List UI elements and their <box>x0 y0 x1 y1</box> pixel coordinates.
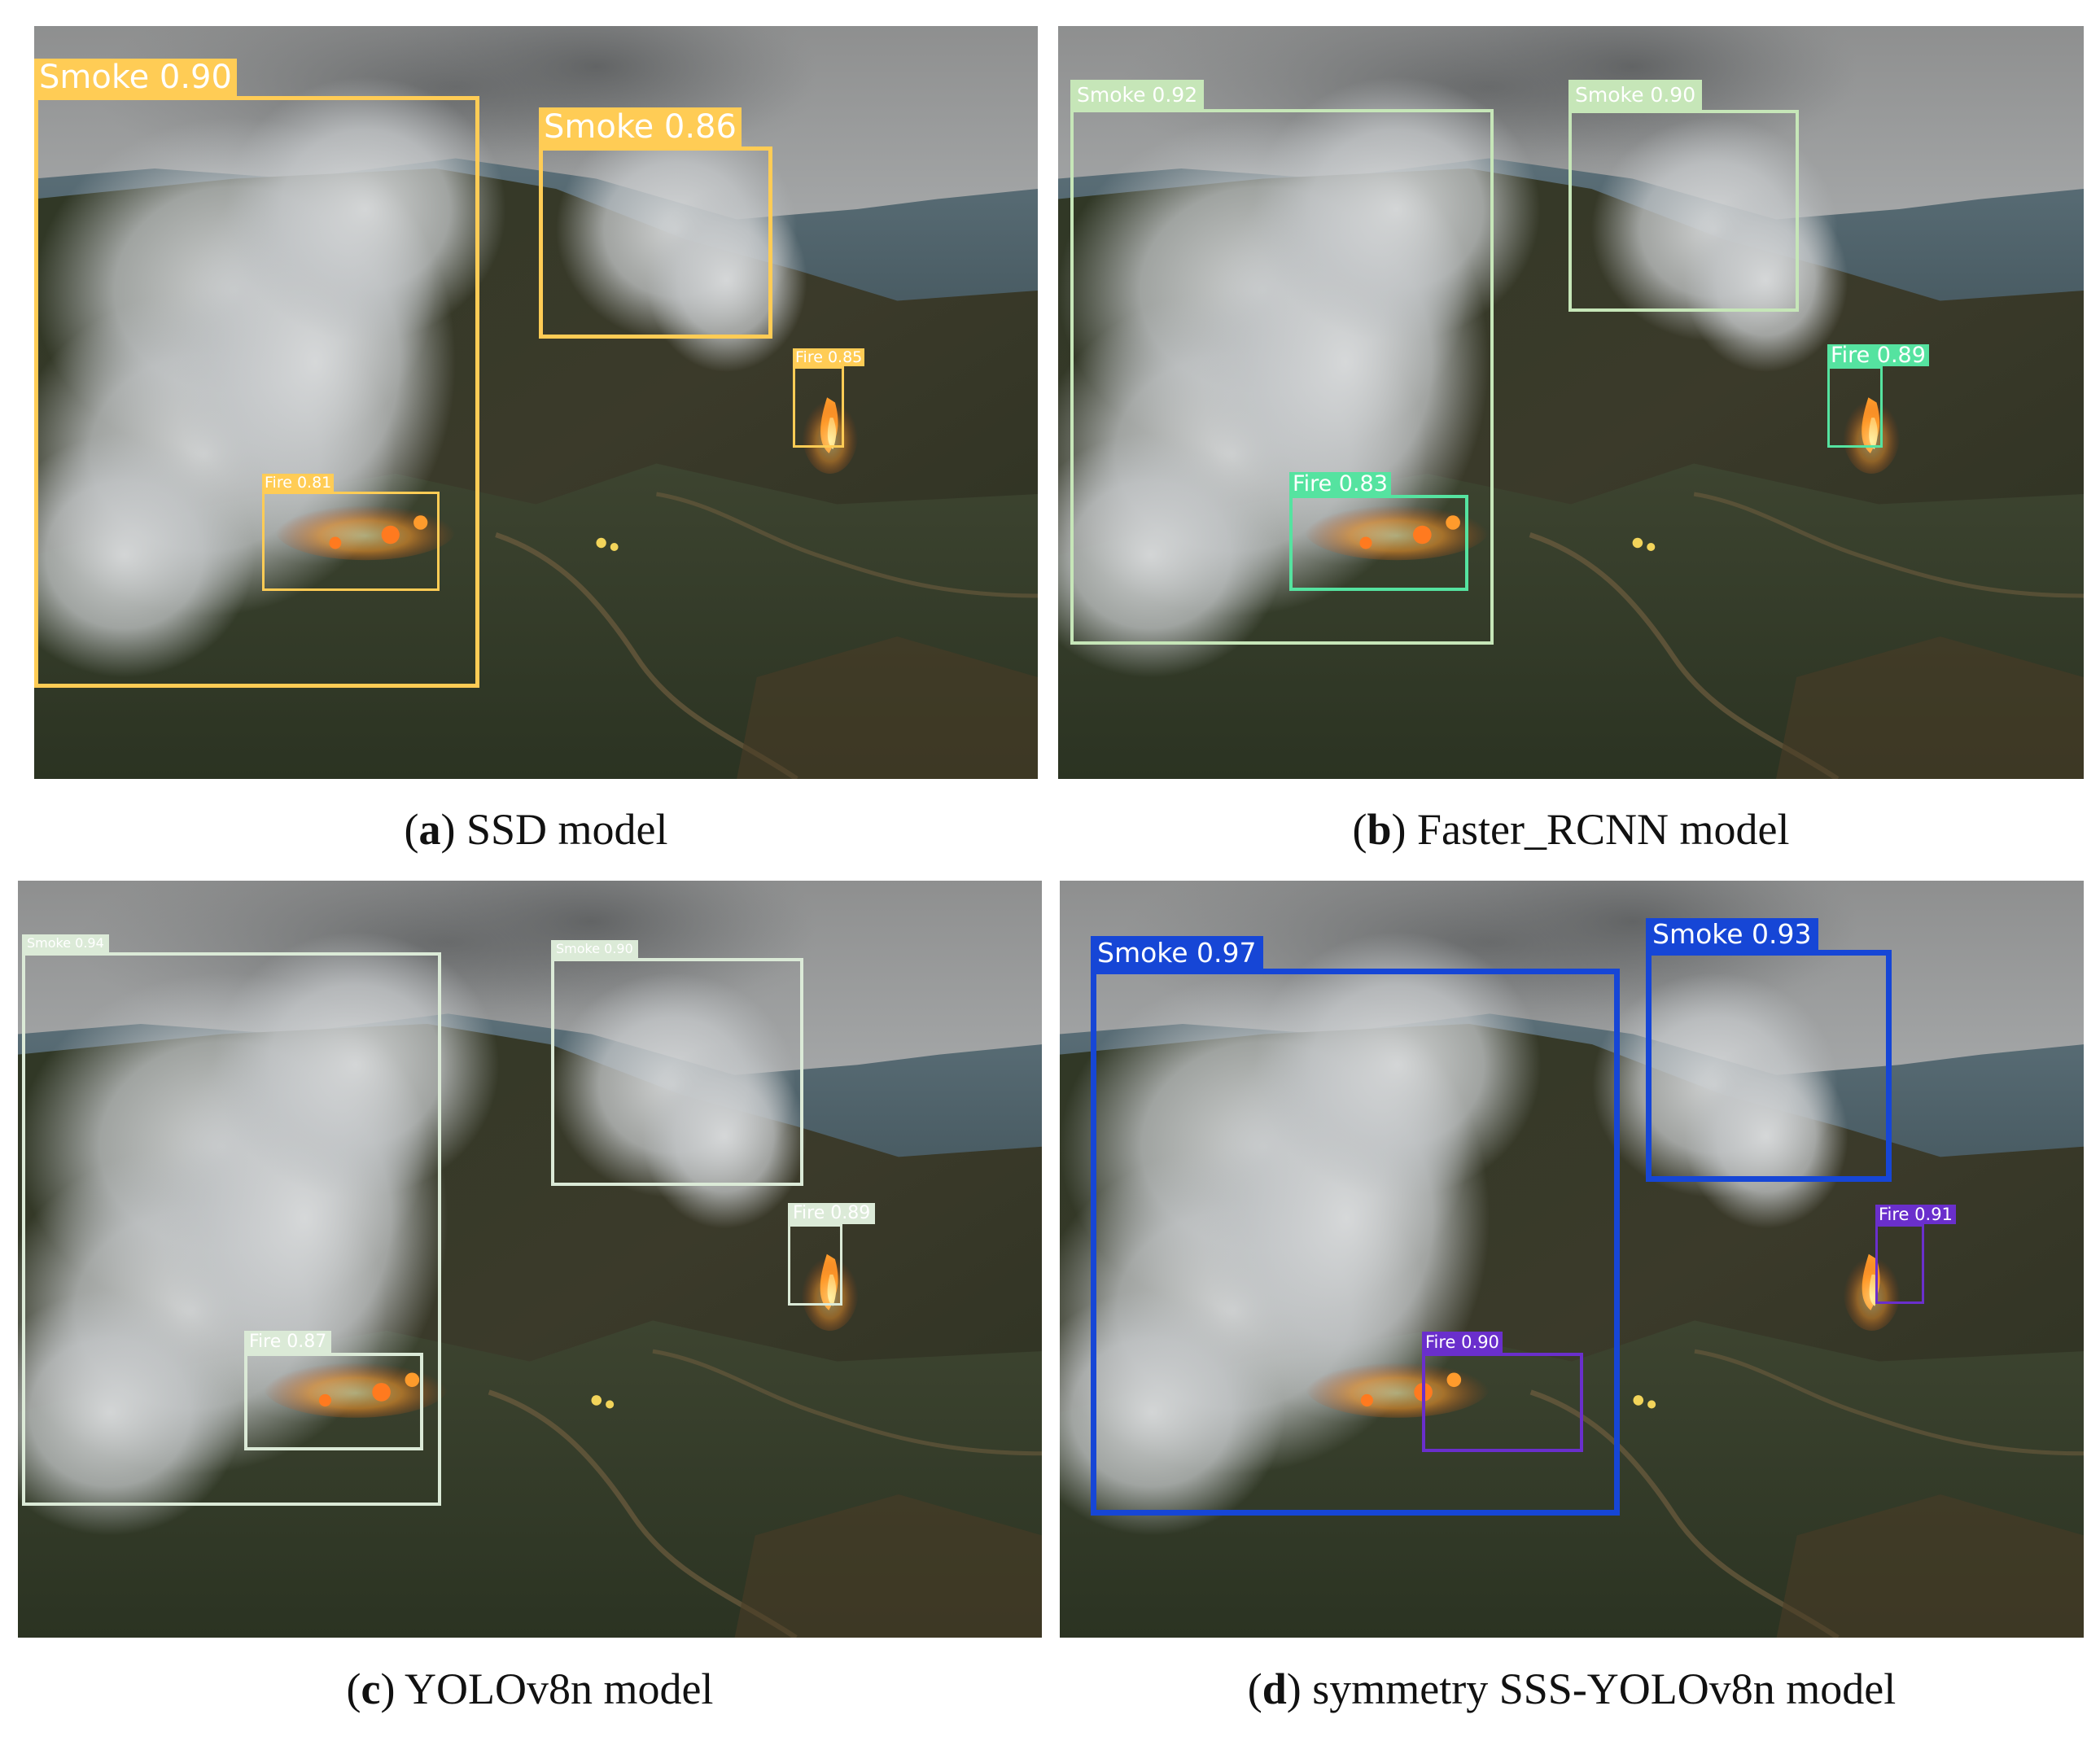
detection-box-fire <box>1827 366 1883 448</box>
caption-faster-rcnn: (b) Faster_RCNN model <box>1352 805 1790 854</box>
detection-label-fire: Fire 0.83 <box>1289 472 1391 495</box>
detection-label-smoke: Smoke 0.90 <box>1568 80 1703 110</box>
caption-letter: b <box>1367 805 1392 854</box>
panel-faster-rcnn: Smoke 0.92 Smoke 0.90 Fire 0.89 Fire 0.8… <box>1058 26 2084 779</box>
detection-label-smoke: Smoke 0.90 <box>34 59 237 96</box>
panel-sss-yolov8n: Smoke 0.97 Smoke 0.93 Fire 0.91 Fire 0.9… <box>1060 881 2084 1638</box>
caption-text: symmetry SSS-YOLOv8n model <box>1301 1664 1897 1713</box>
caption-yolov8n: (c) YOLOv8n model <box>346 1664 714 1713</box>
panel-ssd: Smoke 0.90 Smoke 0.86 Fire 0.85 Fire 0.8… <box>34 26 1038 779</box>
detection-label-fire: Fire 0.87 <box>244 1331 332 1353</box>
panel-yolov8n: Smoke 0.94 Smoke 0.90 Fire 0.89 Fire 0.8… <box>18 881 1042 1638</box>
detection-box-fire <box>262 492 440 591</box>
detection-box-smoke <box>551 958 803 1186</box>
detection-label-fire: Fire 0.90 <box>1422 1332 1503 1353</box>
detection-label-fire: Fire 0.91 <box>1875 1205 1956 1224</box>
detection-box-fire <box>793 366 844 448</box>
caption-text: Faster_RCNN model <box>1406 805 1790 854</box>
detection-box-fire <box>1422 1353 1583 1452</box>
detection-box-fire <box>1875 1224 1924 1304</box>
caption-text: YOLOv8n model <box>395 1664 714 1713</box>
detection-label-smoke: Smoke 0.90 <box>551 940 638 958</box>
detection-label-smoke: Smoke 0.94 <box>22 934 109 952</box>
detection-label-smoke: Smoke 0.92 <box>1070 80 1205 109</box>
detection-label-fire: Fire 0.81 <box>262 474 335 492</box>
caption-sss-yolov8n: (d) symmetry SSS-YOLOv8n model <box>1247 1664 1897 1713</box>
detection-box-smoke <box>22 952 441 1506</box>
detection-box-smoke <box>539 147 772 339</box>
detection-box-fire <box>244 1353 423 1450</box>
detection-label-fire: Fire 0.85 <box>793 348 865 366</box>
detection-box-smoke <box>1646 950 1892 1182</box>
detection-label-smoke: Smoke 0.97 <box>1091 936 1263 969</box>
detection-label-fire: Fire 0.89 <box>1827 344 1929 366</box>
detection-box-smoke <box>1070 109 1494 645</box>
caption-ssd: (a) SSD model <box>404 805 668 854</box>
detection-box-fire <box>788 1224 842 1306</box>
caption-letter: a <box>418 805 441 854</box>
detection-box-smoke <box>1091 969 1620 1516</box>
caption-letter: c <box>361 1664 381 1713</box>
caption-text: SSD model <box>455 805 668 854</box>
caption-letter: d <box>1262 1664 1287 1713</box>
detection-box-fire <box>1289 495 1468 591</box>
detection-label-fire: Fire 0.89 <box>788 1203 876 1224</box>
detection-label-smoke: Smoke 0.93 <box>1646 918 1818 950</box>
detection-box-smoke <box>34 96 479 688</box>
detection-box-smoke <box>1568 110 1799 312</box>
detection-label-smoke: Smoke 0.86 <box>539 107 742 147</box>
